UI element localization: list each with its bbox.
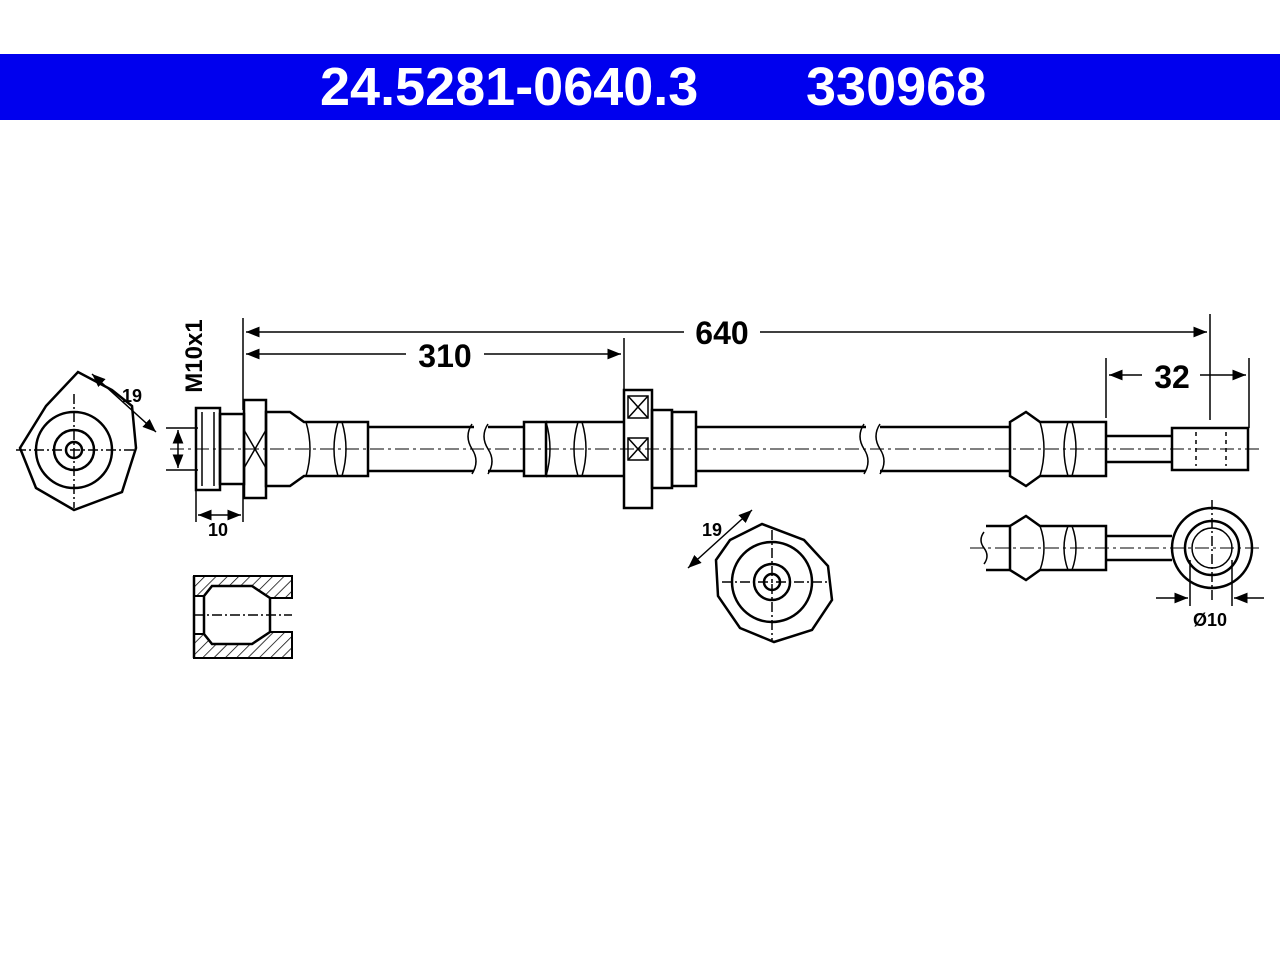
part-number: 24.5281-0640.3: [320, 57, 699, 117]
thread-label: M10x1: [181, 319, 208, 392]
dimension-640: 640: [242, 314, 1211, 420]
hose-assembly: [170, 388, 1262, 510]
banjo-diameter-label: Ø10: [1193, 610, 1227, 630]
dimension-32-label: 32: [1154, 359, 1190, 395]
dimension-10: 10: [195, 485, 244, 540]
dimension-310-label: 310: [418, 338, 471, 374]
banjo-side-view: Ø10: [970, 500, 1264, 630]
wrench-middle-label: 19: [702, 520, 722, 540]
dimension-310: 310: [246, 338, 625, 400]
dimension-thread: M10x1: [166, 319, 208, 471]
middle-bracket-view: 19: [687, 509, 834, 644]
left-end-view: 19: [16, 370, 157, 512]
header-bar: 24.5281-0640.3 330968: [0, 54, 1280, 120]
thread-length-label: 10: [208, 520, 228, 540]
wrench-left-label: 19: [122, 386, 142, 406]
dimension-640-label: 640: [695, 315, 748, 351]
reference-number: 330968: [806, 57, 987, 117]
port-section-view: [192, 575, 293, 659]
dimension-32: 32: [1105, 358, 1250, 428]
